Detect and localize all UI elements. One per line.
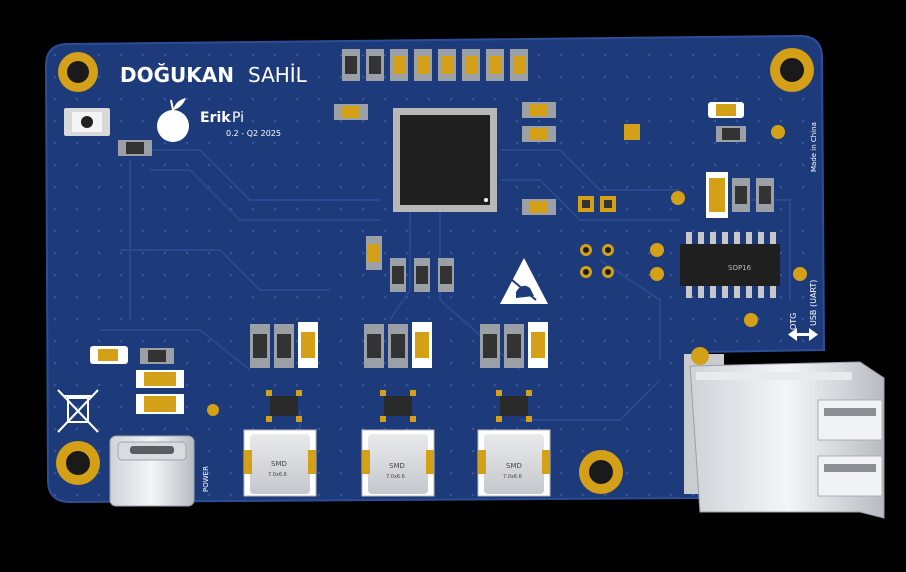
ic-marking: SOP16 [728,264,752,272]
inductor-3: SMD 7.0x6.6 [477,429,551,497]
made-in-label: Made in China [810,122,818,172]
mounting-hole-bottom-left [56,441,100,485]
plum-fruit-icon [157,98,189,142]
mounting-hole-bottom-mid [579,450,623,494]
version-label: 0.2 - Q2 2025 [226,129,281,138]
usb-c-connector [109,435,195,507]
regulator-section-3 [480,322,548,422]
usb-uart-label: USB (UART) [809,280,818,326]
regulator-section-1 [250,322,318,422]
inductor-2-sub: 7.0x6.6 [386,474,405,480]
pcb-board [44,34,826,504]
inductor-2-label: SMD [389,462,405,470]
mounting-hole-top-left [58,52,98,92]
inductor-3-label: SMD [506,462,522,470]
brand-name-light: SAHİL [248,63,308,87]
sop16-ic: SOP16 [680,232,780,298]
top-passives-row [342,49,528,81]
usb-a-connector [684,347,885,519]
tactile-switch [64,108,110,136]
mounting-hole-top-right [770,48,814,92]
inductor-1: SMD 7.0x6.6 [243,429,317,497]
main-processor-chip [393,108,497,212]
product-name-light: Pi [232,110,244,126]
esd-warning-icon [500,258,548,304]
product-name-bold: Erik [200,110,231,126]
power-label: POWER [202,466,210,492]
brand-name-bold: DOĞUKAN [120,63,234,87]
test-points [580,125,807,327]
regulator-section-2 [364,322,432,422]
inductor-1-label: SMD [271,460,287,468]
otg-label: OTG [789,313,798,330]
bidirectional-arrow-icon [788,328,818,341]
power-led [90,346,219,416]
weee-bin-icon [57,389,99,433]
inductor-2: SMD 7.0x6.6 [361,429,435,497]
inductor-1-sub: 7.0x6.6 [268,472,287,478]
inductor-3-sub: 7.0x6.6 [503,474,522,480]
misc-passives [118,102,774,292]
